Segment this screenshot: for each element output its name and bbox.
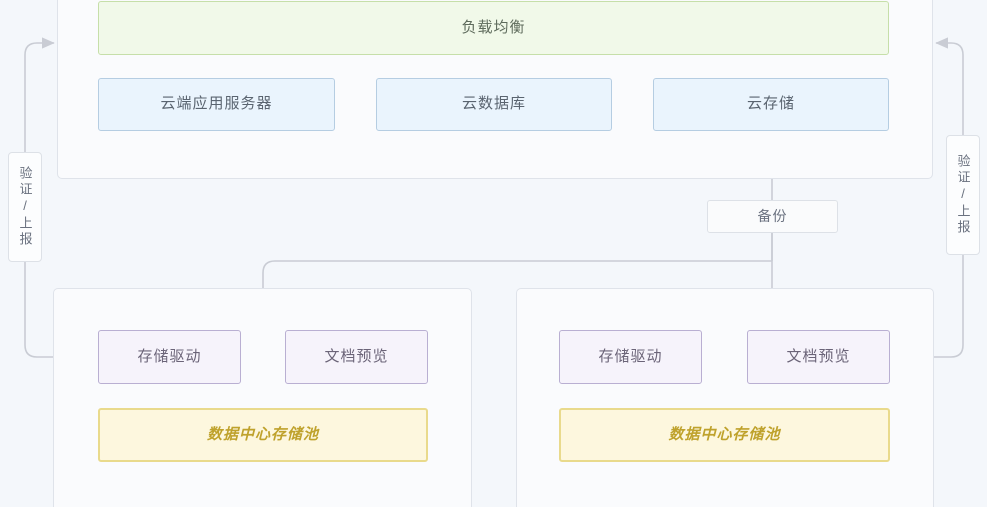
node-right-storage-driver[interactable]: 存储驱动 bbox=[559, 330, 702, 384]
node-left-storage-driver[interactable]: 存储驱动 bbox=[98, 330, 241, 384]
node-backup-label[interactable]: 备份 bbox=[707, 200, 838, 233]
wire-backup-to-left-dc bbox=[262, 260, 772, 288]
node-right-storage-pool[interactable]: 数据中心存储池 bbox=[559, 408, 890, 462]
edge-label-right-verify-report[interactable]: 验证/上报 bbox=[946, 135, 980, 255]
node-cloud-storage[interactable]: 云存储 bbox=[653, 78, 889, 131]
node-cloud-app-server[interactable]: 云端应用服务器 bbox=[98, 78, 335, 131]
node-left-storage-pool[interactable]: 数据中心存储池 bbox=[98, 408, 428, 462]
edge-label-left-verify-report[interactable]: 验证/上报 bbox=[8, 152, 42, 262]
node-load-balancer[interactable]: 负载均衡 bbox=[98, 1, 889, 55]
wire-right-verify-up bbox=[935, 37, 964, 135]
wire-left-verify-up bbox=[24, 37, 55, 152]
wire-left-verify-down bbox=[24, 262, 53, 358]
node-cloud-database[interactable]: 云数据库 bbox=[376, 78, 612, 131]
datacenter-left-group bbox=[53, 288, 472, 507]
datacenter-right-group bbox=[516, 288, 934, 507]
node-right-document-preview[interactable]: 文档预览 bbox=[747, 330, 890, 384]
wire-right-verify-down bbox=[934, 255, 964, 358]
node-left-document-preview[interactable]: 文档预览 bbox=[285, 330, 428, 384]
